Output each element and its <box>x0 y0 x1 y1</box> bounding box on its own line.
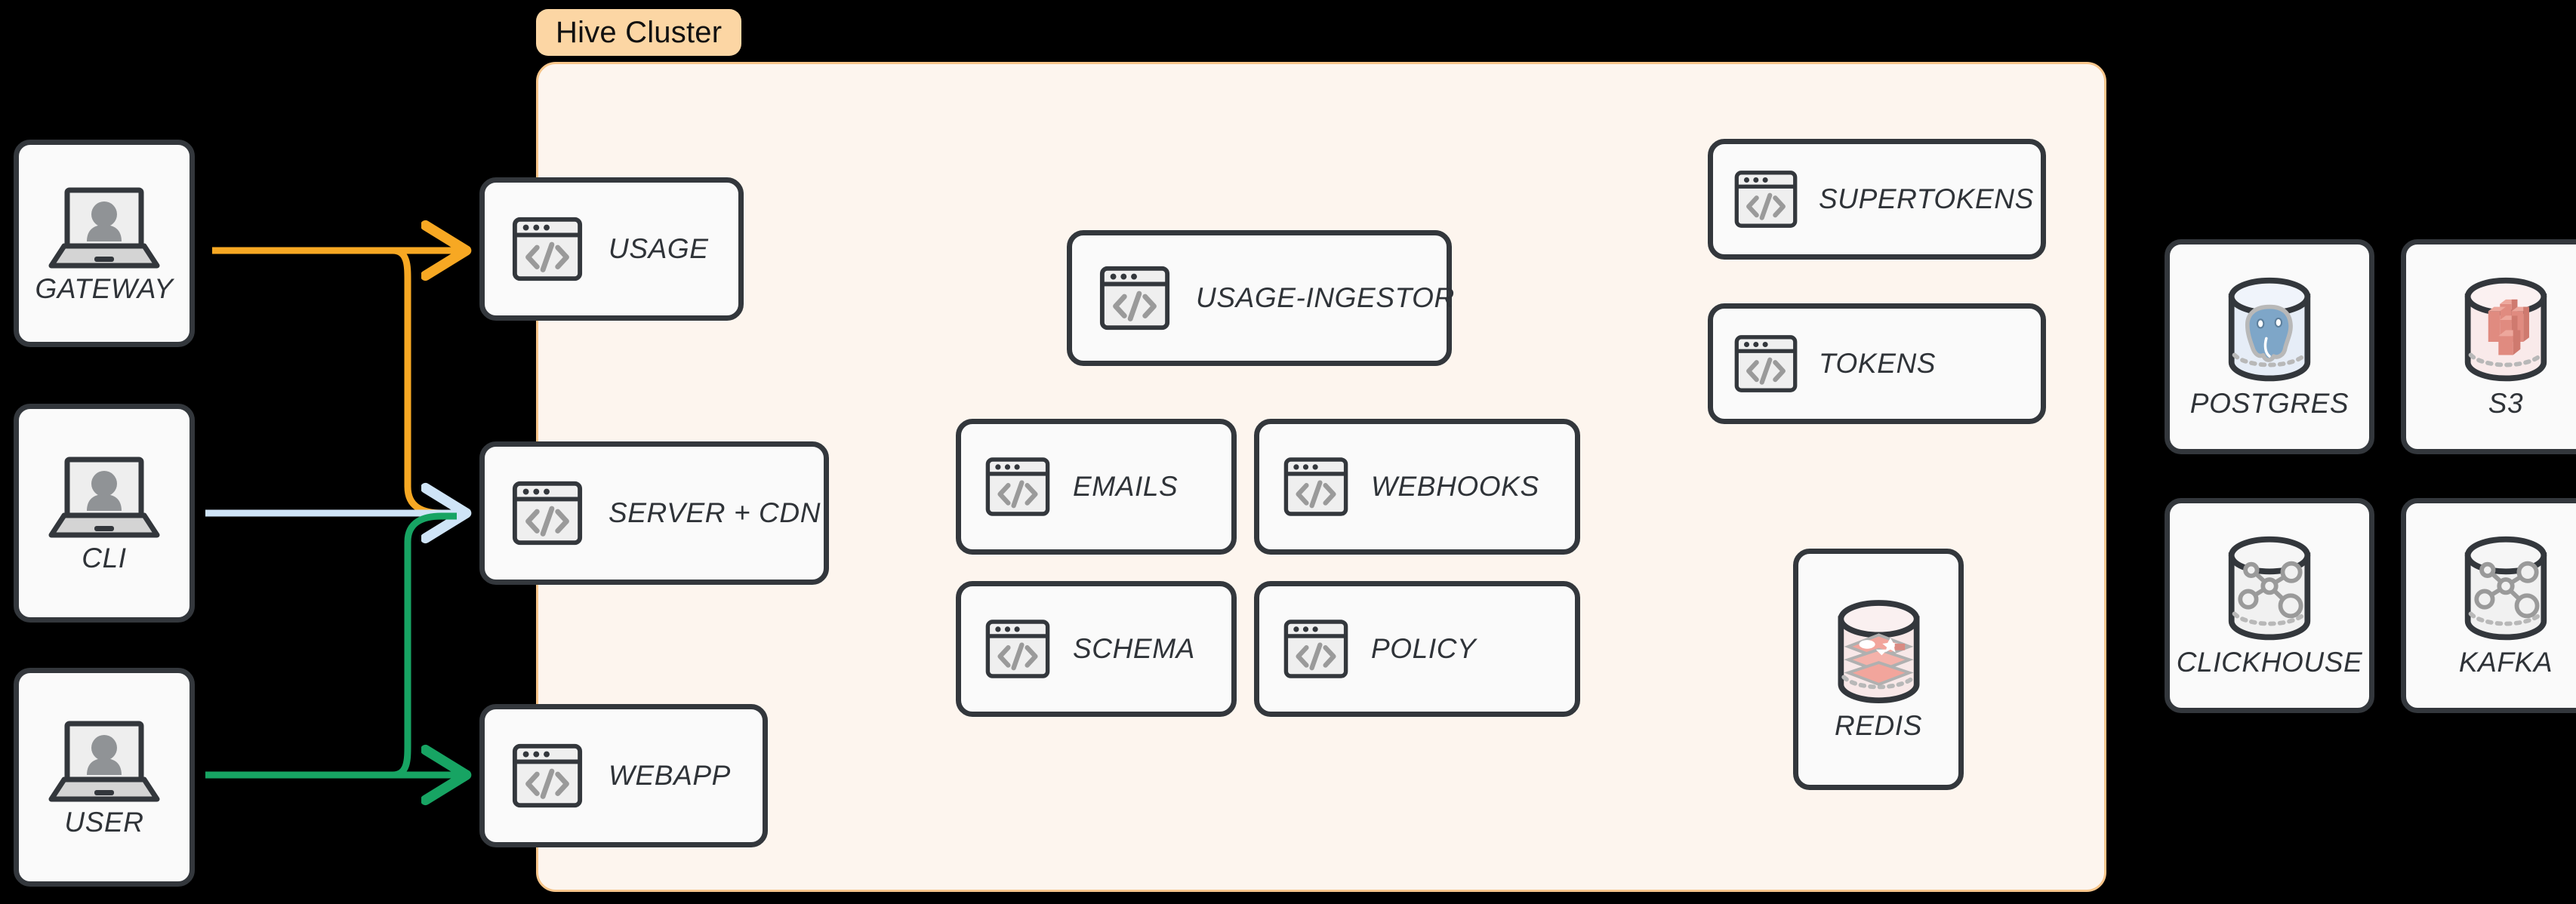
node-postgres[interactable]: POSTGRES <box>2165 239 2374 454</box>
node-label: REDIS <box>1834 710 1923 741</box>
node-emails[interactable]: EMAILS <box>956 419 1237 555</box>
node-redis[interactable]: REDIS <box>1793 549 1964 790</box>
node-webhooks[interactable]: WEBHOOKS <box>1254 419 1580 555</box>
code-window-icon <box>1282 453 1350 521</box>
code-window-icon <box>1733 331 1799 397</box>
code-window-icon <box>510 476 584 550</box>
laptop-user-icon <box>48 716 161 807</box>
node-label: WEBHOOKS <box>1371 471 1539 502</box>
node-label: S3 <box>2488 387 2524 419</box>
s3-database-icon <box>2454 275 2558 388</box>
clickhouse-database-icon <box>2217 533 2322 647</box>
node-label: CLICKHOUSE <box>2176 646 2363 678</box>
node-label: SERVER + CDN <box>609 497 821 528</box>
node-label: POLICY <box>1371 633 1477 664</box>
node-usage[interactable]: USAGE <box>479 177 744 321</box>
postgres-database-icon <box>2217 275 2322 388</box>
node-label: EMAILS <box>1073 471 1179 502</box>
node-schema[interactable]: SCHEMA <box>956 581 1237 717</box>
node-server-cdn[interactable]: SERVER + CDN <box>479 441 829 585</box>
node-label: WEBAPP <box>609 760 731 791</box>
node-cli[interactable]: CLI <box>14 404 195 623</box>
wire-gateway-server-cdn <box>392 247 457 517</box>
wire-user-server-cdn <box>392 512 457 779</box>
code-window-icon <box>984 615 1052 683</box>
node-label: KAFKA <box>2458 646 2553 678</box>
code-window-icon <box>1282 615 1350 683</box>
node-label: SUPERTOKENS <box>1819 183 2034 214</box>
node-label: USAGE-INGESTOR <box>1196 282 1455 313</box>
code-window-icon <box>984 453 1052 521</box>
node-label: GATEWAY <box>35 272 174 304</box>
node-usage-ingestor[interactable]: USAGE-INGESTOR <box>1067 230 1455 366</box>
node-label: USAGE <box>609 233 709 264</box>
redis-database-icon <box>1828 597 1930 710</box>
code-window-icon <box>510 739 584 813</box>
node-label: TOKENS <box>1819 348 1937 379</box>
code-window-icon <box>1098 261 1172 335</box>
laptop-user-icon <box>48 452 161 543</box>
node-tokens[interactable]: TOKENS <box>1708 303 2046 424</box>
node-s3[interactable]: S3 <box>2401 239 2576 454</box>
code-window-icon <box>1733 166 1799 232</box>
node-label: SCHEMA <box>1073 633 1195 664</box>
node-label: CLI <box>82 543 127 573</box>
node-webapp[interactable]: WEBAPP <box>479 704 768 847</box>
node-kafka[interactable]: KAFKA <box>2401 498 2576 713</box>
node-policy[interactable]: POLICY <box>1254 581 1580 717</box>
node-label: USER <box>64 807 144 838</box>
node-gateway[interactable]: GATEWAY <box>14 140 195 347</box>
code-window-icon <box>510 212 584 286</box>
node-label: POSTGRES <box>2189 387 2350 419</box>
hive-cluster-badge: Hive Cluster <box>536 9 742 56</box>
node-supertokens[interactable]: SUPERTOKENS <box>1708 139 2046 260</box>
node-clickhouse[interactable]: CLICKHOUSE <box>2165 498 2374 713</box>
node-user[interactable]: USER <box>14 668 195 887</box>
kafka-database-icon <box>2454 533 2558 647</box>
laptop-user-icon <box>48 183 161 273</box>
